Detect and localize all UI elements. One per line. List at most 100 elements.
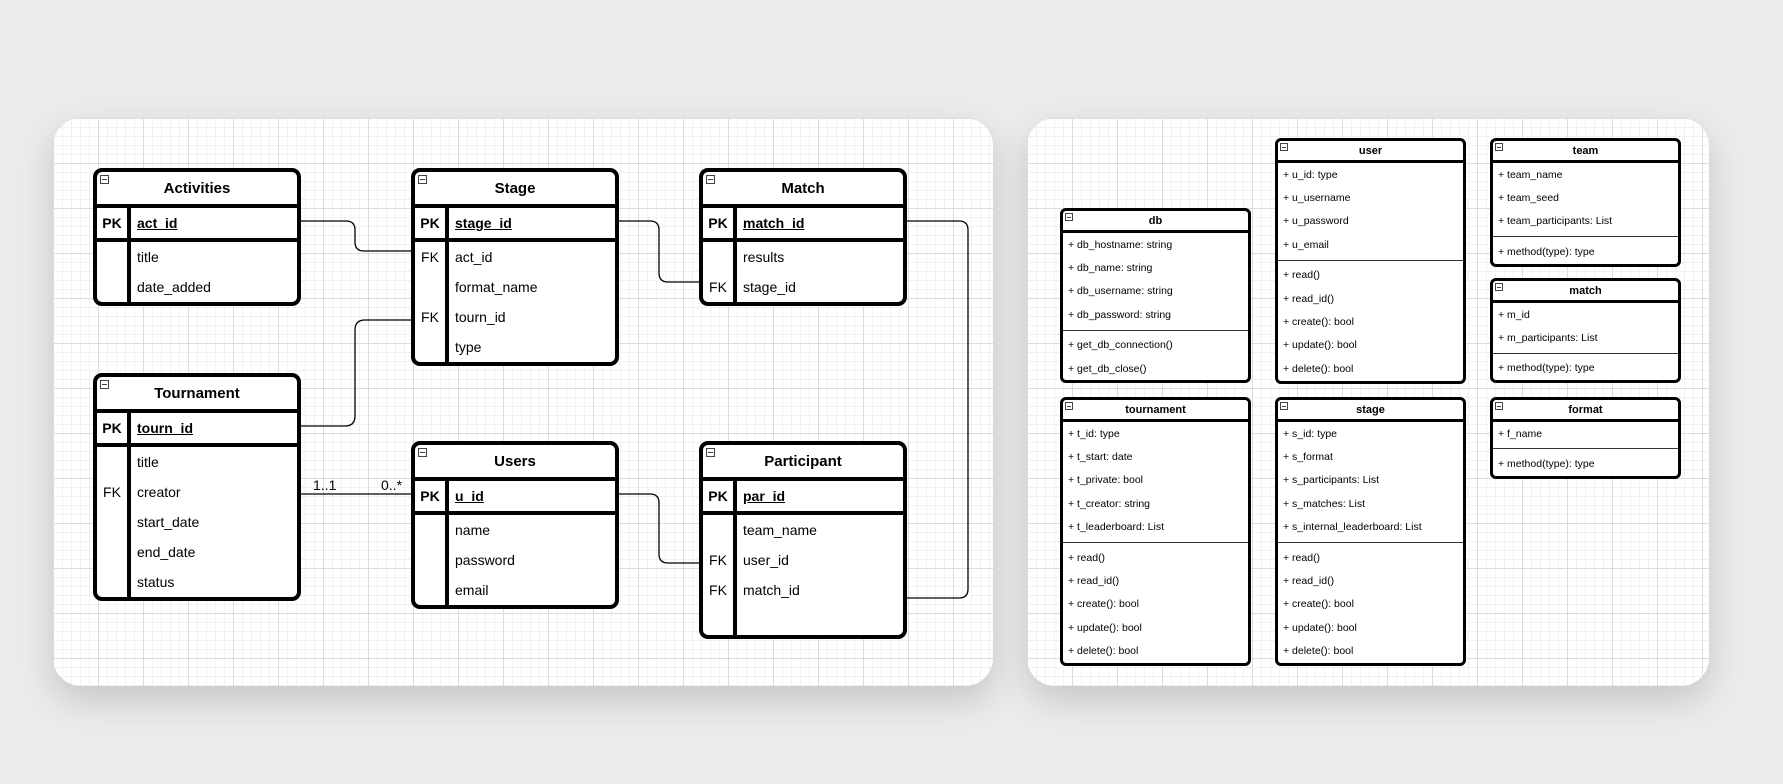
class-method[interactable]: + delete(): bool xyxy=(1068,645,1139,658)
class-method[interactable]: + get_db_close() xyxy=(1068,362,1147,375)
class-divider xyxy=(1493,352,1678,354)
class-format[interactable]: format + f_name + method(type): type xyxy=(1490,397,1681,479)
collapse-icon[interactable] xyxy=(706,175,715,184)
class-attribute[interactable]: + m_participants: List xyxy=(1498,332,1598,345)
class-stage[interactable]: stage + s_id: type + s_format + s_partic… xyxy=(1275,397,1466,666)
field-name: status xyxy=(137,574,175,590)
class-attribute[interactable]: + s_internal_leaderboard: List xyxy=(1283,521,1422,534)
collapse-icon[interactable] xyxy=(706,448,715,457)
collapse-icon[interactable] xyxy=(1495,143,1503,151)
class-attribute[interactable]: + team_participants: List xyxy=(1498,215,1613,228)
class-tournament[interactable]: tournament + t_id: type + t_start: date … xyxy=(1060,397,1251,666)
class-method[interactable]: + update(): bool xyxy=(1283,339,1357,352)
class-attribute[interactable]: + u_id: type xyxy=(1283,168,1338,181)
table-row[interactable]: type xyxy=(415,332,615,362)
class-method[interactable]: + delete(): bool xyxy=(1283,645,1354,658)
class-attribute[interactable]: + u_password xyxy=(1283,215,1349,228)
class-attribute[interactable]: + db_password: string xyxy=(1068,308,1172,321)
class-method[interactable]: + create(): bool xyxy=(1068,598,1139,611)
class-method[interactable]: + update(): bool xyxy=(1068,621,1142,634)
class-method[interactable]: + read_id() xyxy=(1283,292,1335,305)
field-name: start_date xyxy=(137,514,200,530)
table-row[interactable]: end_date xyxy=(97,537,297,567)
class-attribute[interactable]: + db_username: string xyxy=(1068,285,1173,298)
table-row[interactable]: results xyxy=(703,242,903,272)
collapse-icon[interactable] xyxy=(1280,402,1288,410)
class-method[interactable]: + read_id() xyxy=(1283,575,1335,588)
class-attribute[interactable]: + u_email xyxy=(1283,238,1329,251)
class-attribute[interactable]: + team_name xyxy=(1498,168,1563,181)
collapse-icon[interactable] xyxy=(1065,213,1073,221)
class-method[interactable]: + read() xyxy=(1283,269,1321,282)
collapse-icon[interactable] xyxy=(1065,402,1073,410)
class-attribute[interactable]: + f_name xyxy=(1498,427,1543,440)
table-row[interactable]: date_added xyxy=(97,272,297,302)
class-attribute[interactable]: + t_id: type xyxy=(1068,427,1120,440)
class-method[interactable]: + create(): bool xyxy=(1283,598,1354,611)
class-attribute[interactable]: + s_participants: List xyxy=(1283,474,1380,487)
class-attribute[interactable]: + s_id: type xyxy=(1283,427,1337,440)
class-attribute[interactable]: + t_creator: string xyxy=(1068,497,1150,510)
class-method[interactable]: + update(): bool xyxy=(1283,621,1357,634)
collapse-icon[interactable] xyxy=(1280,143,1288,151)
table-row[interactable]: email xyxy=(415,575,615,605)
class-method[interactable]: + method(type): type xyxy=(1498,245,1595,258)
collapse-icon[interactable] xyxy=(418,448,427,457)
collapse-icon[interactable] xyxy=(418,175,427,184)
class-attribute[interactable]: + u_username xyxy=(1283,192,1351,205)
class-attribute[interactable]: + team_seed xyxy=(1498,192,1560,205)
class-match[interactable]: match + m_id + m_participants: List + me… xyxy=(1490,278,1681,384)
class-db[interactable]: db + db_hostname: string + db_name: stri… xyxy=(1060,208,1251,384)
collapse-icon[interactable] xyxy=(1495,402,1503,410)
class-attribute[interactable]: + db_name: string xyxy=(1068,262,1153,275)
class-attribute[interactable]: + s_matches: List xyxy=(1283,497,1365,510)
class-user[interactable]: user + u_id: type + u_username + u_passw… xyxy=(1275,138,1466,384)
table-row[interactable]: format_name xyxy=(415,272,615,302)
class-method[interactable]: + read_id() xyxy=(1068,575,1120,588)
collapse-icon[interactable] xyxy=(100,175,109,184)
class-method[interactable]: + get_db_connection() xyxy=(1068,339,1173,352)
collapse-icon[interactable] xyxy=(1495,283,1503,291)
class-attribute[interactable]: + m_id xyxy=(1498,308,1530,321)
table-row[interactable]: start_date xyxy=(97,507,297,537)
class-attribute[interactable]: + s_format xyxy=(1283,451,1333,464)
table-row[interactable] xyxy=(703,605,903,635)
table-row[interactable]: title xyxy=(97,447,297,477)
table-row[interactable]: name xyxy=(415,515,615,545)
class-method[interactable]: + read() xyxy=(1068,551,1106,564)
class-attribute[interactable]: + t_start: date xyxy=(1068,451,1133,464)
table-row[interactable]: title xyxy=(97,242,297,272)
class-method[interactable]: + method(type): type xyxy=(1498,362,1595,375)
table-row[interactable]: team_name xyxy=(703,515,903,545)
collapse-icon[interactable] xyxy=(100,380,109,389)
table-row[interactable]: password xyxy=(415,545,615,575)
class-method[interactable]: + delete(): bool xyxy=(1283,362,1354,375)
class-method[interactable]: + create(): bool xyxy=(1283,316,1354,329)
table-header: Match xyxy=(703,172,903,208)
class-attribute[interactable]: + t_private: bool xyxy=(1068,474,1144,487)
class-attribute[interactable]: + t_leaderboard: List xyxy=(1068,521,1165,534)
table-row[interactable]: status xyxy=(97,567,297,597)
class-team[interactable]: team + team_name + team_seed + team_part… xyxy=(1490,138,1681,267)
class-method[interactable]: + read() xyxy=(1283,551,1321,564)
class-attribute[interactable]: + db_hostname: string xyxy=(1068,238,1173,251)
class-method[interactable]: + method(type): type xyxy=(1498,458,1595,471)
